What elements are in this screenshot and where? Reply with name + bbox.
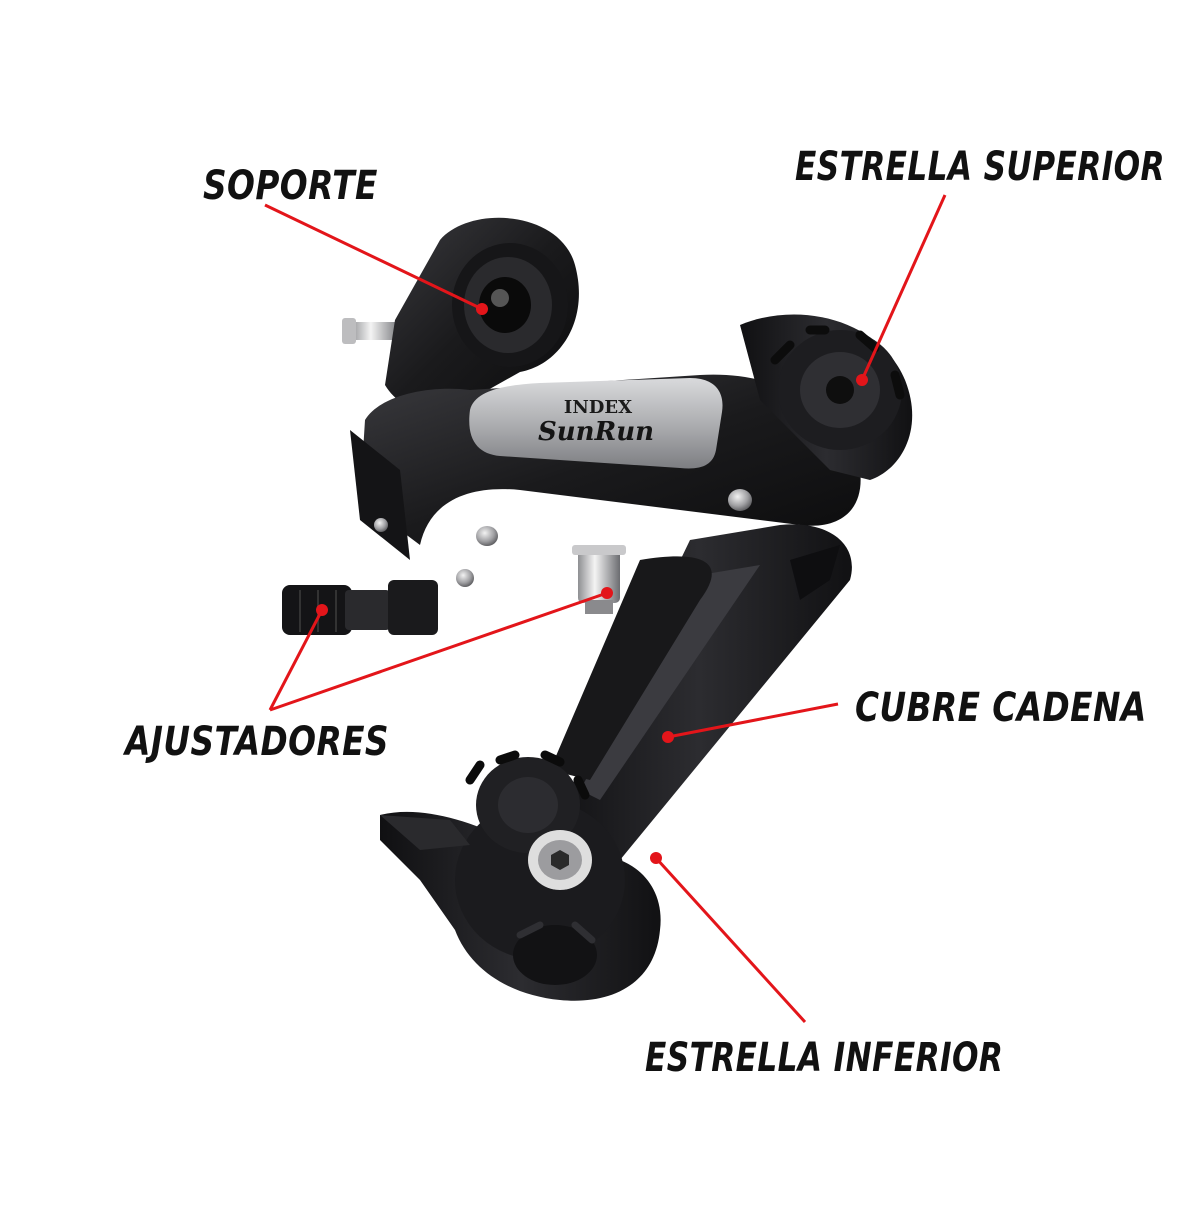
label-soporte: SOPORTE [203,163,378,209]
leader-ajustadores-bolt [269,591,608,712]
leader-dot-ajustadores-barrel [316,604,328,616]
limit-screw [342,318,402,344]
upper-pulley [740,314,913,480]
leader-ajustadores-barrel [268,609,324,711]
label-cubre-cadena: CUBRE CADENA [855,685,1147,731]
label-ajustadores: AJUSTADORES [125,719,389,765]
label-estrella-inferior: ESTRELLA INFERIOR [645,1035,1004,1081]
badge-index-text: INDEX [564,397,632,418]
label-estrella-superior: ESTRELLA SUPERIOR [795,144,1165,190]
badge-brand-text: SunRun [538,417,654,447]
leader-estrella-inferior [654,856,807,1024]
leader-dot-estrella-inferior [650,852,662,864]
leader-lines [264,194,947,1024]
barrel-adjuster [282,580,438,635]
leader-estrella-superior [860,194,947,381]
leader-dot-ajustadores-bolt [601,587,613,599]
leader-dot-estrella-superior [856,374,868,386]
lower-pulley [380,750,661,1001]
leader-dot-soporte [476,303,488,315]
leader-dot-cubre-cadena [662,731,674,743]
cage-arm [545,524,852,879]
leader-soporte [264,203,483,311]
leader-cubre-cadena [667,702,839,739]
